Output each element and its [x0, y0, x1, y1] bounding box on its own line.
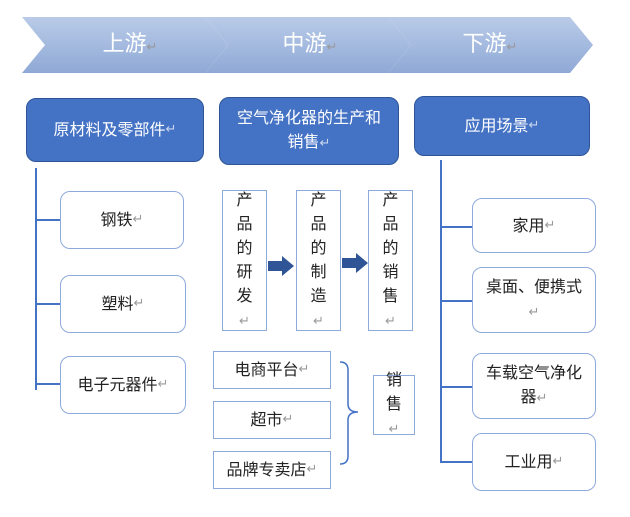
- upstream-connector: [35, 168, 37, 390]
- midstream-header: 空气净化器的生产和销售↵: [219, 97, 399, 165]
- upstream-item-plastic: 塑料↵: [60, 275, 186, 333]
- stage-label-upstream: 上游↵: [102, 32, 158, 57]
- chevron-midstream: [205, 17, 411, 73]
- channel-brace: [339, 361, 359, 465]
- stage-label-midstream: 中游↵: [282, 32, 338, 57]
- mid-step-research: 产品的研发↵: [222, 190, 267, 331]
- upstream-header: 原材料及零部件↵: [26, 98, 204, 162]
- downstream-connector: [440, 160, 442, 463]
- stage-label-downstream: 下游↵: [462, 32, 518, 57]
- channel-ecommerce: 电商平台↵: [213, 351, 331, 389]
- channel-supermarket: 超市↵: [213, 401, 331, 439]
- arrow-right-icon: [342, 253, 368, 273]
- downstream-header: 应用场景↵: [414, 96, 590, 156]
- channel-brand-store: 品牌专卖店↵: [213, 451, 331, 489]
- arrow-right-icon: [268, 256, 294, 276]
- sales-label-box: 销售↵: [373, 370, 415, 437]
- downstream-item-home: 家用↵: [472, 198, 596, 253]
- chevron-upstream: [22, 17, 228, 73]
- mid-step-sales: 产品的销售↵: [368, 190, 413, 331]
- stage-chevrons: [22, 17, 593, 73]
- chevron-downstream: [388, 17, 593, 73]
- upstream-item-electronics: 电子元器件↵: [60, 356, 186, 414]
- mid-step-manufacture: 产品的制造↵: [296, 190, 341, 331]
- upstream-item-steel: 钢铁↵: [60, 191, 184, 249]
- downstream-item-car: 车载空气净化器↵: [472, 353, 596, 419]
- downstream-item-industrial: 工业用↵: [472, 433, 596, 491]
- downstream-item-desktop: 桌面、便携式↵: [472, 267, 596, 333]
